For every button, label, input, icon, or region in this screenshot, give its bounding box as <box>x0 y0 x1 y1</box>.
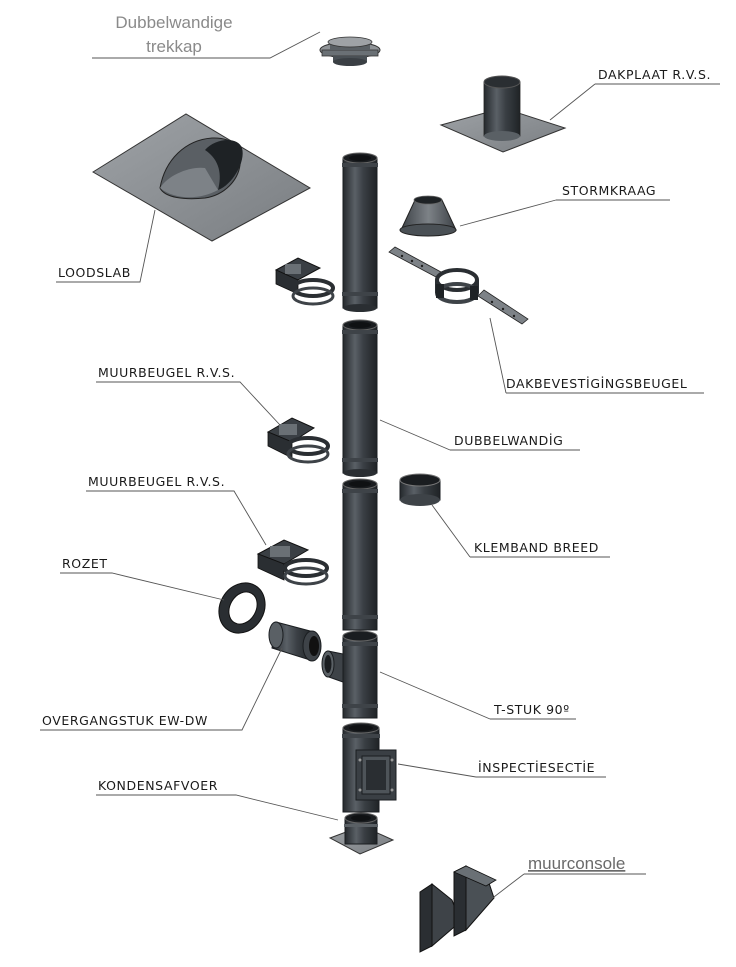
muurbeugel-2-part <box>256 539 329 586</box>
label-overgangstuk: OVERGANGSTUK EW-DW <box>42 713 208 728</box>
label-dakbevestigingsbeugel: DAKBEVESTİGİNGSBEUGEL <box>506 376 687 391</box>
leader-lines <box>40 31 720 901</box>
label-kondensafvoer: KONDENSAFVOER <box>98 778 218 793</box>
label-trekkap-line2: trekkap <box>146 37 202 56</box>
tstuk-part <box>321 630 378 719</box>
label-dubbelwandig: DUBBELWANDİG <box>454 433 563 448</box>
stormkraag-part <box>399 195 457 237</box>
label-loodslab: LOODSLAB <box>58 265 131 280</box>
loodslab-part <box>92 113 312 242</box>
label-muurbeugel-2: MUURBEUGEL R.V.S. <box>88 474 225 489</box>
label-rozet: ROZET <box>62 556 108 571</box>
label-muurbeugel-1: MUURBEUGEL R.V.S. <box>98 365 235 380</box>
trekkap-part <box>319 36 381 66</box>
pipe-section-dubbelwandig <box>342 319 378 477</box>
muurbeugel-top-part <box>274 257 335 306</box>
label-muurconsole-link[interactable]: muurconsole <box>528 854 625 873</box>
dakplaat-part <box>439 75 567 153</box>
dakbevestigingsbeugel-part <box>388 246 529 325</box>
label-trekkap-line1: Dubbelwandige <box>115 13 232 32</box>
muurconsole-part <box>419 865 497 953</box>
klemband-part <box>399 473 441 506</box>
label-inspectiesectie: İNSPECTİESECTİE <box>478 760 595 775</box>
pipe-section-middle <box>342 478 378 631</box>
pipe-section-top <box>342 152 378 312</box>
label-stormkraag: STORMKRAAG <box>562 183 656 198</box>
kondensafvoer-part <box>328 812 395 855</box>
rozet-part <box>218 582 266 634</box>
label-tstuk: T-STUK 90º <box>493 702 570 717</box>
inspectiesectie-part <box>342 722 397 813</box>
overgangstuk-part <box>268 621 322 662</box>
label-klemband: KLEMBAND BREED <box>474 540 599 555</box>
muurbeugel-1-part <box>266 417 330 464</box>
label-dakplaat: DAKPLAAT R.V.S. <box>598 67 711 82</box>
